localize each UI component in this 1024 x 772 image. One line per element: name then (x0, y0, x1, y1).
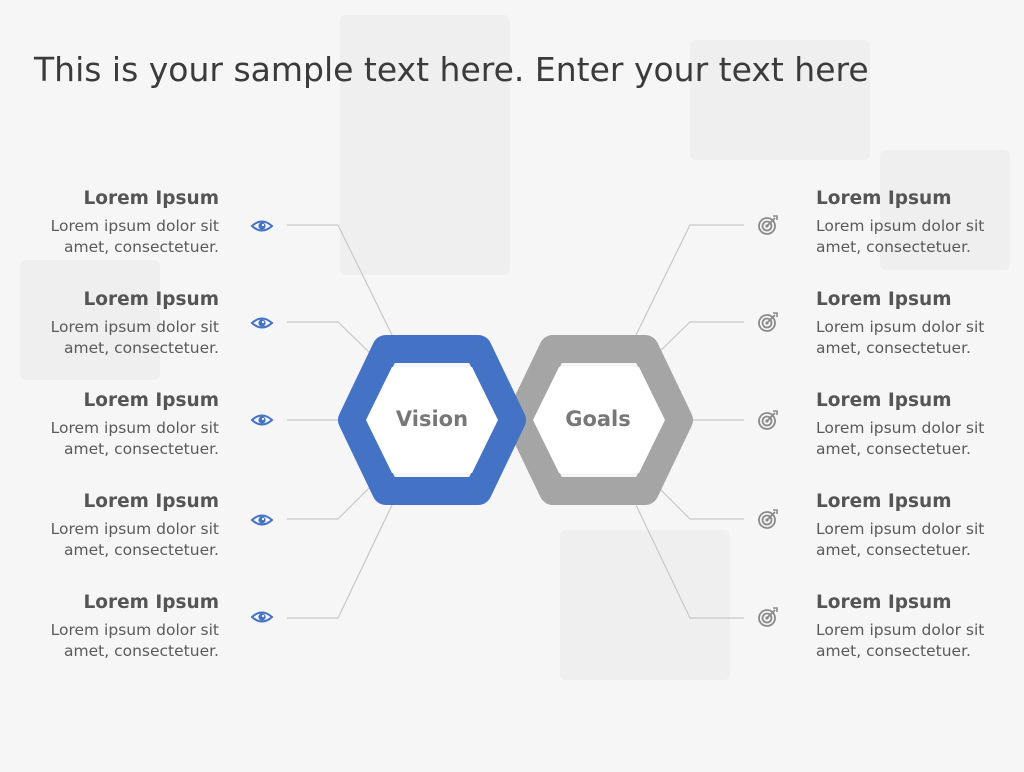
goals-label: Goals (565, 407, 631, 431)
item-heading: Lorem Ipsum (816, 592, 952, 613)
item-text-line: Lorem ipsum dolor sit (816, 217, 985, 235)
left-connectors (287, 224, 393, 619)
background-texture (340, 15, 510, 275)
background-texture (560, 530, 730, 680)
item-text-line: Lorem ipsum dolor sit (50, 621, 219, 639)
goal-item-1: Lorem Ipsum Lorem ipsum dolor sit amet, … (816, 188, 1021, 258)
vision-item-5: Lorem Ipsum Lorem ipsum dolor sit amet, … (14, 592, 219, 662)
eye-icon (250, 408, 274, 432)
right-connectors (635, 224, 744, 619)
target-icon (756, 507, 780, 531)
connector-line (287, 484, 373, 520)
connector-line (287, 321, 373, 356)
vision-hexagon-inner (366, 367, 498, 473)
item-description: Lorem ipsum dolor sit amet, consectetuer… (14, 216, 219, 258)
connector-line (635, 224, 744, 336)
item-description: Lorem ipsum dolor sit amet, consectetuer… (816, 519, 1021, 561)
item-heading: Lorem Ipsum (83, 188, 219, 209)
item-heading: Lorem Ipsum (83, 592, 219, 613)
goal-item-4: Lorem Ipsum Lorem ipsum dolor sit amet, … (816, 491, 1021, 561)
item-description: Lorem ipsum dolor sit amet, consectetuer… (816, 418, 1021, 460)
target-icon (756, 213, 780, 237)
connector-line (655, 484, 744, 520)
vision-item-4: Lorem Ipsum Lorem ipsum dolor sit amet, … (14, 491, 219, 561)
item-text-line: amet, consectetuer. (816, 642, 971, 660)
eye-icon (250, 508, 274, 532)
target-icon (756, 310, 780, 334)
item-description: Lorem ipsum dolor sit amet, consectetuer… (816, 216, 1021, 258)
item-text-line: Lorem ipsum dolor sit (50, 217, 219, 235)
item-text-line: amet, consectetuer. (64, 642, 219, 660)
eye-icon (250, 605, 274, 629)
item-description: Lorem ipsum dolor sit amet, consectetuer… (816, 317, 1021, 359)
item-description: Lorem ipsum dolor sit amet, consectetuer… (14, 519, 219, 561)
goal-item-2: Lorem Ipsum Lorem ipsum dolor sit amet, … (816, 289, 1021, 359)
connector-line (287, 224, 393, 336)
background-texture (880, 150, 1010, 270)
item-text-line: amet, consectetuer. (64, 541, 219, 559)
item-text-line: Lorem ipsum dolor sit (50, 419, 219, 437)
item-text-line: amet, consectetuer. (816, 339, 971, 357)
item-text-line: amet, consectetuer. (816, 541, 971, 559)
item-text-line: amet, consectetuer. (64, 440, 219, 458)
connector-line (635, 504, 744, 619)
connector-line (655, 321, 744, 356)
item-heading: Lorem Ipsum (816, 390, 952, 411)
eye-icon (250, 311, 274, 335)
target-icon (756, 605, 780, 629)
item-text-line: Lorem ipsum dolor sit (816, 419, 985, 437)
item-text-line: Lorem ipsum dolor sit (816, 318, 985, 336)
item-heading: Lorem Ipsum (816, 188, 952, 209)
item-text-line: Lorem ipsum dolor sit (50, 520, 219, 538)
item-description: Lorem ipsum dolor sit amet, consectetuer… (14, 620, 219, 662)
item-text-line: Lorem ipsum dolor sit (816, 520, 985, 538)
item-heading: Lorem Ipsum (83, 491, 219, 512)
vision-label: Vision (395, 407, 469, 431)
connector-line (287, 504, 393, 619)
goal-item-5: Lorem Ipsum Lorem ipsum dolor sit amet, … (816, 592, 1021, 662)
item-text-line: Lorem ipsum dolor sit (50, 318, 219, 336)
item-heading: Lorem Ipsum (816, 289, 952, 310)
item-text-line: amet, consectetuer. (64, 339, 219, 357)
background-texture (690, 40, 870, 160)
background-texture (20, 260, 160, 380)
item-text-line: Lorem ipsum dolor sit (816, 621, 985, 639)
item-heading: Lorem Ipsum (83, 289, 219, 310)
item-description: Lorem ipsum dolor sit amet, consectetuer… (14, 418, 219, 460)
vision-item-2: Lorem Ipsum Lorem ipsum dolor sit amet, … (14, 289, 219, 359)
vision-item-1: Lorem Ipsum Lorem ipsum dolor sit amet, … (14, 188, 219, 258)
page-title: This is your sample text here. Enter you… (34, 50, 869, 89)
target-icon (756, 408, 780, 432)
eye-icon (250, 214, 274, 238)
goal-item-3: Lorem Ipsum Lorem ipsum dolor sit amet, … (816, 390, 1021, 460)
item-description: Lorem ipsum dolor sit amet, consectetuer… (14, 317, 219, 359)
item-text-line: amet, consectetuer. (64, 238, 219, 256)
vision-hexagon (338, 335, 526, 505)
goals-hexagon-inner (533, 367, 665, 473)
vision-item-3: Lorem Ipsum Lorem ipsum dolor sit amet, … (14, 390, 219, 460)
item-description: Lorem ipsum dolor sit amet, consectetuer… (816, 620, 1021, 662)
item-heading: Lorem Ipsum (83, 390, 219, 411)
item-text-line: amet, consectetuer. (816, 440, 971, 458)
item-text-line: amet, consectetuer. (816, 238, 971, 256)
item-heading: Lorem Ipsum (816, 491, 952, 512)
